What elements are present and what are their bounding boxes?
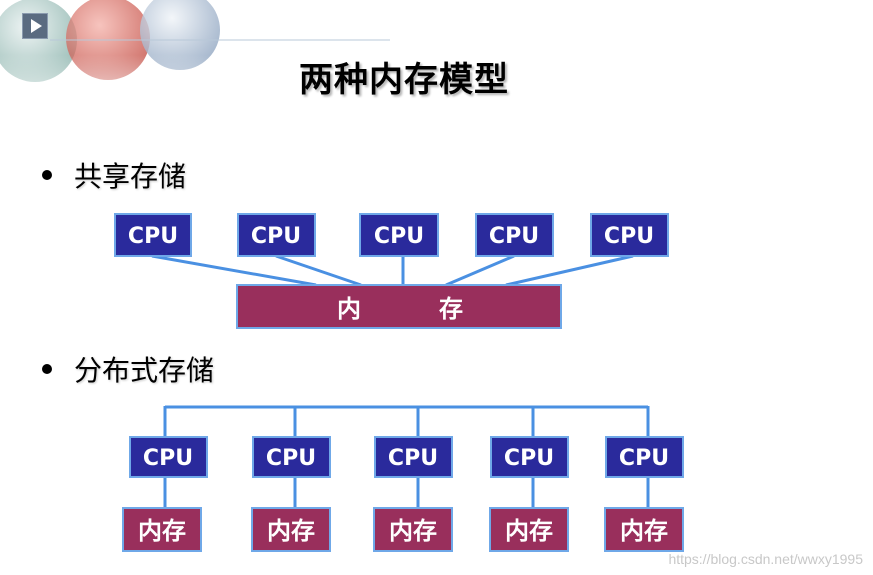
bullet-distributed-memory: 分布式存储: [42, 349, 214, 389]
distributed-node: CPU 内存: [604, 436, 684, 552]
memory-char: 内: [337, 295, 361, 323]
shared-cpu-row: CPU CPU CPU CPU CPU: [114, 213, 669, 257]
watermark: https://blog.csdn.net/wwxy1995: [668, 551, 863, 567]
cpu-label: CPU: [604, 224, 654, 249]
distributed-node: CPU 内存: [251, 436, 331, 552]
memory-label: 内存: [138, 517, 186, 545]
cpu-label: CPU: [619, 446, 669, 471]
shared-cpu-box: CPU: [590, 213, 669, 257]
play-icon[interactable]: [22, 13, 48, 39]
memory-label: 内存: [389, 517, 437, 545]
cpu-label: CPU: [374, 224, 424, 249]
cpu-label: CPU: [143, 446, 193, 471]
distributed-memory-heading: 分布式存储: [74, 354, 215, 387]
shared-memory-box: 内 存: [236, 284, 562, 329]
cpu-label: CPU: [251, 224, 301, 249]
globe-icon: [140, 0, 220, 70]
cpu-label: CPU: [489, 224, 539, 249]
shared-memory-heading: 共享存储: [74, 160, 187, 193]
distributed-node: CPU 内存: [122, 436, 208, 552]
bullet-dot-icon: [42, 170, 52, 180]
cpu-label: CPU: [128, 224, 178, 249]
memory-label: 内存: [620, 517, 668, 545]
distributed-node: CPU 内存: [373, 436, 453, 552]
shared-cpu-box: CPU: [359, 213, 439, 257]
memory-char: 存: [439, 295, 463, 323]
memory-label: 内存: [505, 517, 553, 545]
bullet-dot-icon: [42, 364, 52, 374]
cpu-label: CPU: [504, 446, 554, 471]
distributed-interconnect: [163, 405, 650, 508]
shared-cpu-box: CPU: [475, 213, 554, 257]
shared-connections: [151, 254, 634, 287]
shared-cpu-box: CPU: [237, 213, 316, 257]
header-decoration: [0, 0, 400, 110]
bullet-shared-memory: 共享存储: [42, 155, 186, 195]
distributed-node: CPU 内存: [489, 436, 569, 552]
shared-cpu-box: CPU: [114, 213, 192, 257]
memory-label: 内存: [267, 517, 315, 545]
page-title: 两种内存模型: [299, 60, 509, 100]
cpu-label: CPU: [388, 446, 438, 471]
cpu-label: CPU: [266, 446, 316, 471]
